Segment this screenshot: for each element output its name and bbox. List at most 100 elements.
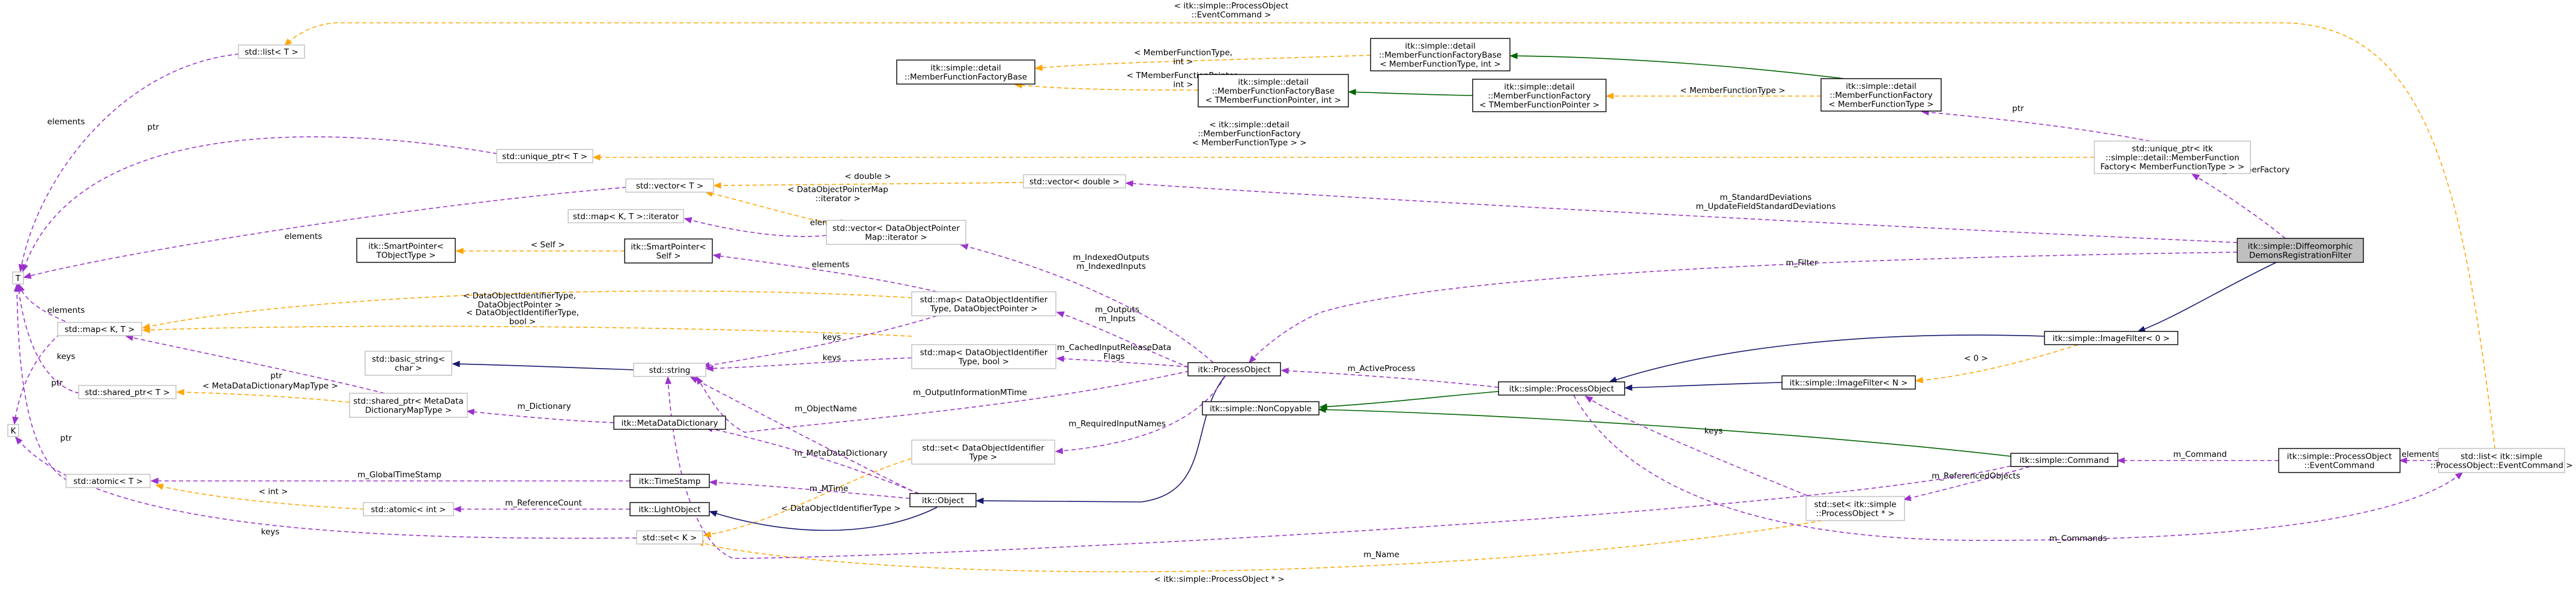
node-mffb-type-int[interactable]: itk::simple::detail::MemberFunctionFacto… [1370, 38, 1511, 71]
node-imagefilter-0[interactable]: itk::simple::ImageFilter< 0 > [2044, 331, 2178, 345]
node-simple-process[interactable]: itk::simple::ProcessObject [1498, 381, 1625, 396]
edge-label: elements [47, 117, 85, 127]
node-mffb[interactable]: itk::simple::detail::MemberFunctionFacto… [896, 59, 1035, 85]
node-label: std::string [649, 366, 691, 375]
node-itk-object[interactable]: itk::Object [909, 493, 977, 507]
node-set-K: std::set< K > [636, 530, 703, 545]
edge-simple_process-to-itk_process: m_ActiveProcess [1280, 364, 1499, 388]
edge-mff_tmfp-to-mffb_tmfp_int [1348, 88, 1473, 96]
edge-label: < Self > [531, 240, 565, 250]
node-label: itk::simple::ImageFilter< 0 > [2052, 334, 2169, 343]
edge-vector_T-to-T: elements [23, 187, 627, 279]
edge-list_event_command-to-std_list_T: < itk::simple::ProcessObject::EventComma… [283, 1, 2496, 450]
node-shared-ptr-T: std::shared_ptr< T > [78, 385, 177, 399]
node-vector-T: std::vector< T > [625, 178, 714, 193]
edge-command-to-std_string: m_Name [665, 376, 2011, 560]
edge-vector_dop_iter-to-vector_T: < DataObjectPointerMap::iterator > [705, 185, 888, 226]
edge-imagefilter_N-to-simple_process [1624, 382, 1783, 391]
edge-label: < itk::simple::detail::MemberFunctionFac… [1192, 120, 1307, 148]
node-imagefilter-N[interactable]: itk::simple::ImageFilter< N > [1781, 375, 1916, 390]
edge-label: ptr [270, 371, 282, 381]
node-sp-T[interactable]: itk::SmartPointer<TObjectType > [356, 238, 456, 263]
node-label: itk::simple::detail::MemberFunctionFacto… [1205, 77, 1341, 105]
node-label: itk::simple::ProcessObject::EventCommand [2287, 452, 2392, 471]
node-itk-process[interactable]: itk::ProcessObject [1187, 362, 1281, 376]
node-mffb-tmfp-int[interactable]: itk::simple::detail::MemberFunctionFacto… [1198, 74, 1349, 107]
edge-label: elements [285, 232, 323, 241]
node-noncopyable[interactable]: itk::simple::NonCopyable [1202, 401, 1320, 415]
edge-label: keys [57, 352, 76, 361]
edge-command-to-set_process_ptr: m_ReferencedObjects [1903, 466, 2031, 501]
node-map-KT: std::map< K, T > [57, 322, 142, 336]
node-unique-ptr-mff: std::unique_ptr< itk::simple::detail::Me… [2094, 140, 2251, 174]
node-event-command[interactable]: itk::simple::ProcessObject::EventCommand [2278, 448, 2401, 473]
node-md-dict[interactable]: itk::MetaDataDictionary [613, 415, 726, 430]
edge-map_doi_bool-to-std_string: keys [705, 353, 912, 372]
node-atomic-int: std::atomic< int > [363, 502, 454, 516]
edge-label: m_GlobalTimeStamp [357, 470, 441, 480]
edge-label: m_ActiveProcess [1348, 364, 1416, 373]
edge-label: keys [823, 353, 841, 363]
edge-itk_process-to-std_string: m_OutputInformationMTime [696, 370, 1190, 433]
node-lightobject[interactable]: itk::LightObject [629, 502, 710, 516]
edge-mff_mft-to-mff_tmfp: < MemberFunctionType > [1605, 86, 1821, 100]
edge-simple_process-to-list_event_command: m_Commands [1573, 394, 2464, 543]
edge-label: < int > [259, 487, 288, 497]
edge-label: m_Name [1363, 550, 1399, 560]
edge-mffb_type_int-to-mffb: < MemberFunctionType,int > [1034, 48, 1371, 71]
edge-itk_object-to-timestamp: m_MTime [709, 479, 911, 499]
node-label: std::list< itk::simple::ProcessObject::E… [2430, 452, 2572, 471]
edge-sp_self-to-sp_T: < Self > [455, 240, 625, 255]
node-K: K [7, 424, 19, 437]
node-label: std::set< K > [643, 533, 697, 543]
node-label: std::vector< double > [1029, 177, 1120, 187]
edge-std_list_T-to-T: elements [18, 53, 240, 273]
edge-set_K-to-K: keys [14, 436, 637, 539]
edge-label: < MemberFunctionType,int > [1134, 48, 1232, 67]
node-timestamp[interactable]: itk::TimeStamp [629, 474, 710, 488]
node-label: std::shared_ptr< T > [85, 388, 170, 397]
node-mff-mft[interactable]: itk::simple::detail::MemberFunctionFacto… [1820, 78, 1942, 112]
node-set-process-ptr: std::set< itk::simple::ProcessObject * > [1805, 496, 1905, 521]
node-unique-ptr-T: std::unique_ptr< T > [496, 149, 593, 163]
edge-label: keys [823, 333, 841, 342]
edge-map_KT-to-T: elements [19, 283, 85, 325]
node-label: itk::ProcessObject [1198, 365, 1270, 375]
edge-label: m_Command [2173, 450, 2226, 459]
edge-label: < 0 > [1964, 354, 1988, 363]
edge-mff_mft-to-mffb_type_int [1509, 52, 1844, 79]
edge-shared_ptr_md-to-shared_ptr_T: < MetaDataDictionaryMapType > [176, 381, 350, 403]
node-label: std::set< itk::simple::ProcessObject * > [1814, 500, 1897, 519]
node-label: itk::LightObject [638, 505, 701, 515]
node-label: T [15, 274, 21, 283]
edge-lightobject-to-atomic_int: m_ReferenceCount [453, 498, 630, 513]
node-map-iter: std::map< K, T >::iterator [568, 209, 684, 223]
edge-shared_ptr_md-to-map_KT: ptr [125, 334, 385, 394]
node-std-list-T: std::list< T > [238, 44, 305, 59]
edge-set_doi-to-set_K: < DataObjectIdentifierType > [703, 458, 912, 538]
node-mff-tmfp[interactable]: itk::simple::detail::MemberFunctionFacto… [1472, 79, 1607, 112]
edge-map_doi_bool-to-map_KT: < DataObjectIdentifierType,bool > [142, 308, 912, 337]
node-label: std::basic_string<char > [372, 355, 445, 373]
node-label: itk::MetaDataDictionary [622, 418, 718, 428]
node-command[interactable]: itk::simple::Command [2010, 453, 2118, 467]
edge-atomic_T-to-T: ptr [13, 283, 72, 481]
node-label: itk::simple::detail::MemberFunctionFacto… [1479, 82, 1599, 110]
edge-label: m_RequiredInputNames [1068, 419, 1166, 429]
node-sp-self[interactable]: itk::SmartPointer<Self > [624, 238, 713, 264]
edge-demons-to-unique_ptr_mff: m_MemberFactory [2191, 165, 2290, 239]
edge-label: m_Filter [1786, 258, 1818, 268]
node-basic-string: std::basic_string<char > [365, 351, 452, 376]
edge-itk_process-to-itk_object [975, 375, 1226, 504]
